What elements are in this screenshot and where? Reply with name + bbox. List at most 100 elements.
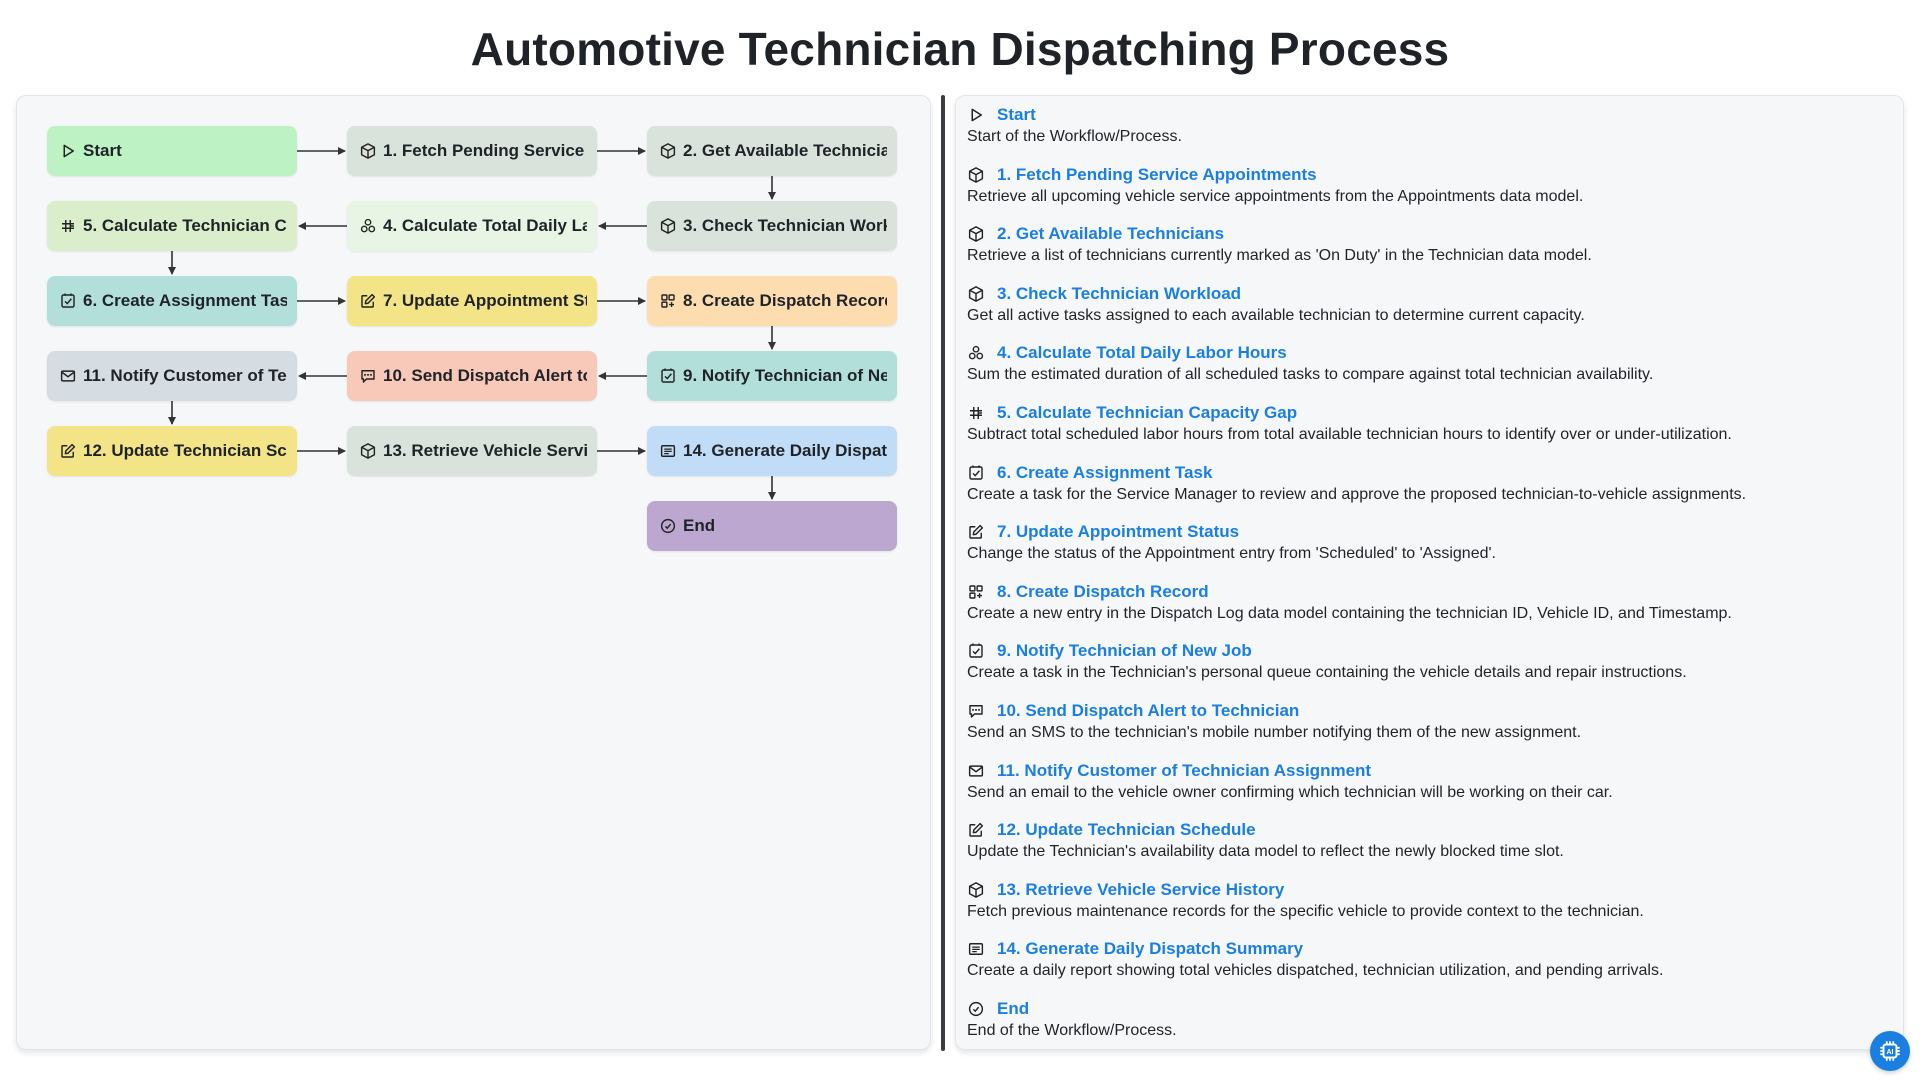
flow-node-label: 5. Calculate Technician Cap — [83, 216, 287, 235]
checkbox-icon — [967, 464, 985, 482]
step-title-link[interactable]: End — [997, 999, 1030, 1018]
step-description: Retrieve all upcoming vehicle service ap… — [967, 187, 1584, 205]
step-description: Start of the Workflow/Process. — [967, 128, 1182, 145]
flow-node-label: 8. Create Dispatch Record — [683, 291, 887, 310]
step-header: 10. Send Dispatch Alert to Technician — [967, 700, 1887, 722]
checkbox-icon — [59, 292, 77, 310]
step-title-link[interactable]: 9. Notify Technician of New Job — [997, 641, 1252, 661]
step-description: Create a daily report showing total vehi… — [967, 962, 1664, 980]
step-header: Start — [967, 104, 1887, 126]
flow-node-start[interactable]: Start — [47, 126, 297, 176]
step-title-link[interactable]: 6. Create Assignment Task — [997, 462, 1213, 482]
step-header: 14. Generate Daily Dispatch Summary — [967, 938, 1887, 960]
flow-node-label: Start — [83, 141, 122, 160]
step-description: Retrieve a list of technicians currently… — [967, 247, 1592, 265]
flow-node-s12[interactable]: 12. Update Technician Sche — [47, 426, 297, 476]
step-title-link[interactable]: 7. Update Appointment Status — [997, 522, 1240, 542]
step-title-link[interactable]: Start — [997, 105, 1036, 124]
cube-icon — [967, 285, 985, 303]
step-description: Create a task in the Technician's person… — [967, 664, 1687, 682]
panel-divider[interactable] — [941, 95, 945, 1051]
flow-node-s13[interactable]: 13. Retrieve Vehicle Service — [347, 426, 597, 476]
check-circle-icon — [659, 517, 677, 535]
sms-icon — [359, 367, 377, 385]
sms-icon — [967, 702, 985, 720]
step-title-link[interactable]: 1. Fetch Pending Service Appointments — [997, 164, 1317, 184]
assistant-button[interactable]: AI — [1870, 1031, 1910, 1071]
aggregate-icon — [359, 217, 377, 235]
cube-icon — [659, 217, 677, 235]
edit-icon — [359, 292, 377, 310]
step-title-link[interactable]: 3. Check Technician Workload — [997, 283, 1242, 303]
step-title-link[interactable]: 13. Retrieve Vehicle Service History — [997, 879, 1285, 899]
flow-node-label: 7. Update Appointment Sta — [383, 291, 587, 310]
step-description: Get all active tasks assigned to each av… — [967, 306, 1585, 324]
aggregate-icon — [967, 344, 985, 362]
mail-icon — [59, 367, 77, 385]
step-header: 7. Update Appointment Status — [967, 521, 1887, 543]
flow-node-label: 10. Send Dispatch Alert to T — [383, 366, 587, 385]
svg-text:AI: AI — [1886, 1049, 1893, 1056]
flow-node-s1[interactable]: 1. Fetch Pending Service A — [347, 126, 597, 176]
formula-icon — [967, 404, 985, 422]
step-item-s11: 11. Notify Customer of Technician Assign… — [967, 760, 1887, 803]
flow-node-label: End — [683, 516, 716, 535]
report-icon — [967, 940, 985, 958]
step-header: 5. Calculate Technician Capacity Gap — [967, 402, 1887, 424]
step-title-link[interactable]: 4. Calculate Total Daily Labor Hours — [997, 343, 1287, 363]
cube-icon — [967, 166, 985, 184]
step-description: Create a task for the Service Manager to… — [967, 485, 1747, 503]
flow-node-s11[interactable]: 11. Notify Customer of Tech — [47, 351, 297, 401]
check-circle-icon — [967, 1000, 985, 1018]
cube-icon — [359, 442, 377, 460]
step-header: 12. Update Technician Schedule — [967, 819, 1887, 841]
step-description: Send an email to the vehicle owner confi… — [967, 783, 1613, 801]
step-title-link[interactable]: 10. Send Dispatch Alert to Technician — [997, 701, 1300, 720]
flow-node-s4[interactable]: 4. Calculate Total Daily Lab — [347, 201, 597, 251]
report-icon — [659, 442, 677, 460]
flow-node-s10[interactable]: 10. Send Dispatch Alert to T — [347, 351, 597, 401]
step-description: Subtract total scheduled labor hours fro… — [967, 426, 1732, 443]
flow-node-label: 3. Check Technician Worklo — [683, 216, 887, 235]
step-description: End of the Workflow/Process. — [967, 1022, 1177, 1039]
step-title-link[interactable]: 14. Generate Daily Dispatch Summary — [997, 939, 1304, 959]
step-header: 9. Notify Technician of New Job — [967, 640, 1887, 662]
flow-node-s3[interactable]: 3. Check Technician Worklo — [647, 201, 897, 251]
step-header: 8. Create Dispatch Record — [967, 581, 1887, 603]
step-title-link[interactable]: 2. Get Available Technicians — [997, 224, 1225, 244]
flow-node-s14[interactable]: 14. Generate Daily Dispatch — [647, 426, 897, 476]
flow-node-end[interactable]: End — [647, 501, 897, 551]
flowchart-panel — [16, 95, 931, 1050]
flow-node-s8[interactable]: 8. Create Dispatch Record — [647, 276, 897, 326]
step-header: End — [967, 998, 1887, 1020]
step-title-link[interactable]: 8. Create Dispatch Record — [997, 581, 1209, 601]
flow-node-s9[interactable]: 9. Notify Technician of New — [647, 351, 897, 401]
flow-node-label: 2. Get Available Technician — [683, 141, 887, 160]
flow-node-label: 4. Calculate Total Daily Lab — [383, 216, 587, 235]
edit-icon — [967, 523, 985, 541]
flow-node-s5[interactable]: 5. Calculate Technician Cap — [47, 201, 297, 251]
step-header: 3. Check Technician Workload — [967, 283, 1887, 305]
mail-icon — [967, 762, 985, 780]
chip-icon: AI — [1880, 1041, 1900, 1061]
flow-node-s2[interactable]: 2. Get Available Technician — [647, 126, 897, 176]
play-icon — [967, 106, 985, 124]
flow-node-s6[interactable]: 6. Create Assignment Task — [47, 276, 297, 326]
cube-icon — [967, 881, 985, 899]
play-icon — [59, 142, 77, 160]
cube-icon — [359, 142, 377, 160]
step-title-link[interactable]: 5. Calculate Technician Capacity Gap — [997, 403, 1298, 422]
step-description: Change the status of the Appointment ent… — [967, 545, 1496, 563]
step-title-link[interactable]: 12. Update Technician Schedule — [997, 820, 1256, 840]
flow-node-label: 12. Update Technician Sche — [83, 441, 287, 460]
step-title-link[interactable]: 11. Notify Customer of Technician Assign… — [997, 760, 1372, 780]
flow-node-s7[interactable]: 7. Update Appointment Sta — [347, 276, 597, 326]
step-description: Send an SMS to the technician's mobile n… — [967, 724, 1582, 741]
